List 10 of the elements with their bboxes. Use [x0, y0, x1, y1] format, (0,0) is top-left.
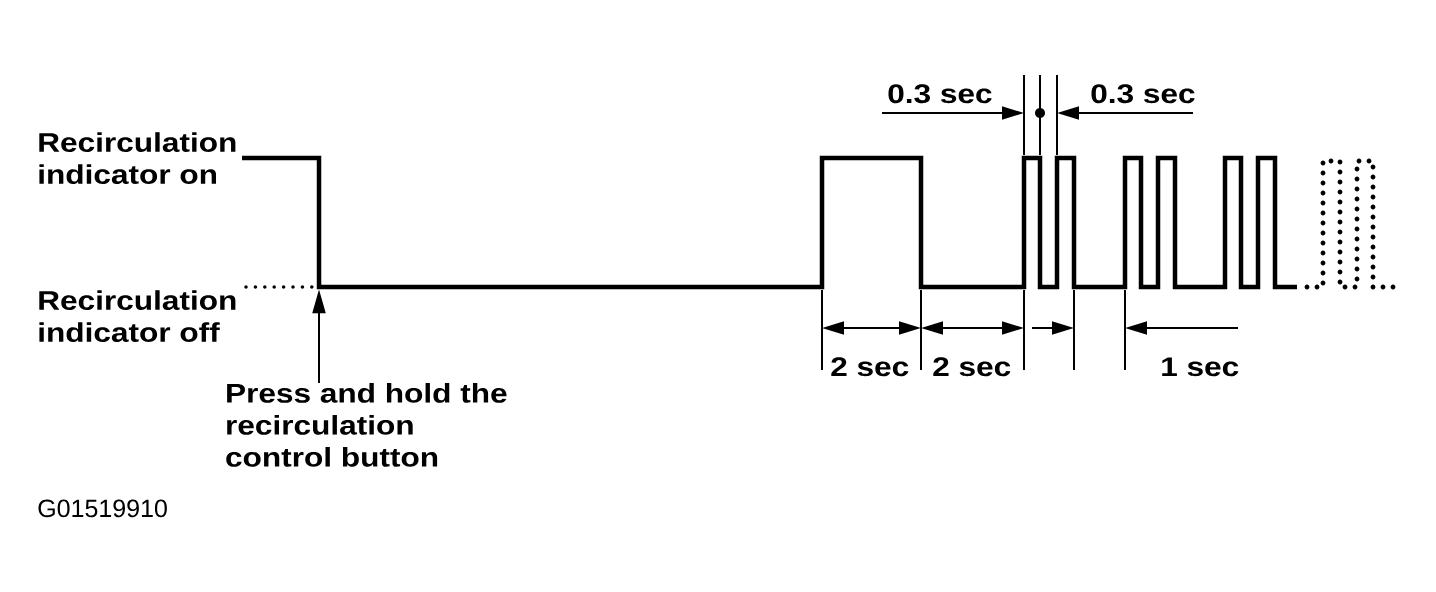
dimension-label: 1 sec: [1162, 357, 1239, 377]
figure-number: G01519910: [38, 499, 167, 518]
level-label: Recirculation indicator on: [39, 132, 236, 184]
dimension-label: 0.3 sec: [1091, 84, 1195, 104]
dimension-label: 2 sec: [831, 357, 909, 377]
level-label: Recirculation indicator off: [39, 290, 236, 342]
dimension-label: 0.3 sec: [888, 84, 992, 104]
dimension-label: 2 sec: [933, 357, 1011, 377]
callout-text: Press and hold the recirculation control button: [226, 383, 507, 467]
signal-waveform: [242, 155, 1298, 290]
